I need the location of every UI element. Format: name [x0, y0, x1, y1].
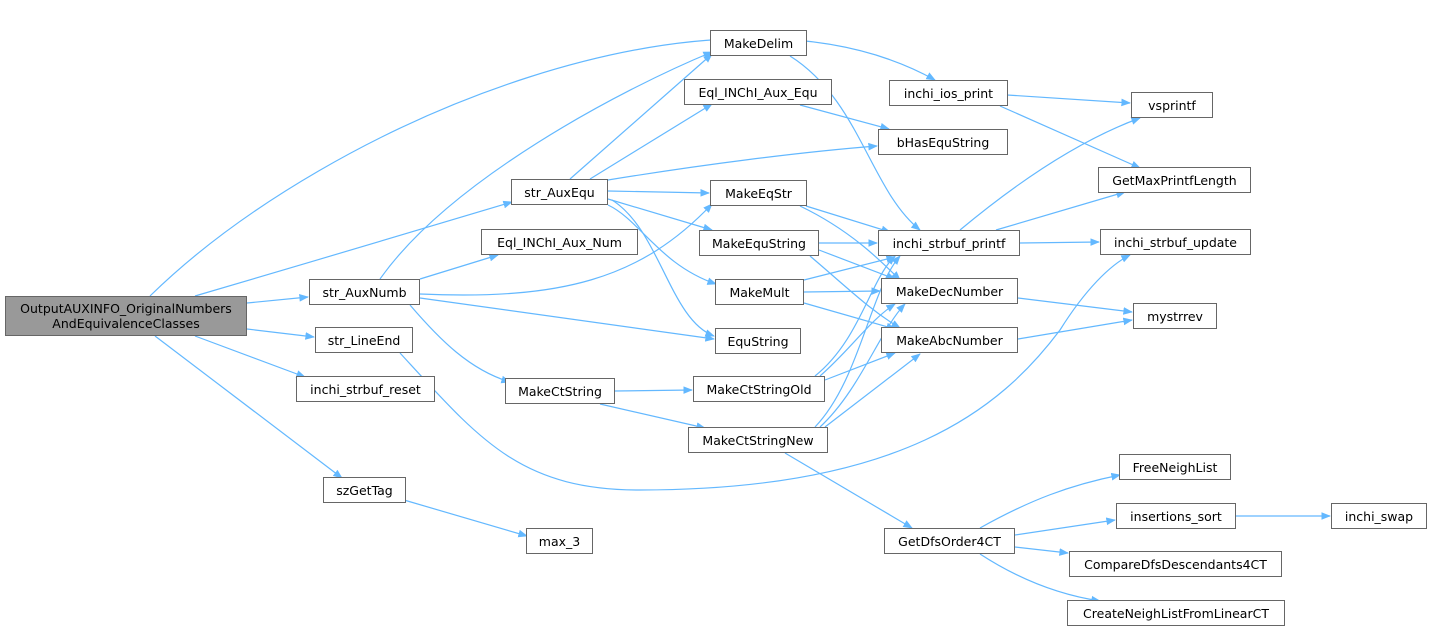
edge-makectstringold-makeabcnumber: [824, 352, 896, 381]
edge-str_auxequ-equstring: [611, 199, 715, 337]
node-vsprintf[interactable]: vsprintf: [1131, 92, 1213, 118]
edge-str_auxequ-makeequstring: [607, 198, 713, 232]
node-makemult[interactable]: MakeMult: [715, 279, 804, 305]
node-str-auxnumb[interactable]: str_AuxNumb: [309, 279, 420, 305]
node-str-auxequ[interactable]: str_AuxEqu: [511, 179, 608, 205]
edge-root-inchi_strbuf_reset: [194, 335, 306, 378]
node-inchi-strbuf-reset[interactable]: inchi_strbuf_reset: [296, 376, 435, 402]
edge-makectstring-makectstringnew: [599, 403, 706, 430]
edge-makectstringnew-getdfsorder4ct: [784, 452, 913, 529]
edge-root-str_auxnumb: [246, 294, 309, 304]
edge-root-szgettag: [154, 335, 343, 479]
node-root[interactable]: OutputAUXINFO_OriginalNumbers AndEquival…: [5, 296, 247, 336]
edge-root-str_lineend: [246, 328, 315, 340]
edge-str_auxequ-makeeqstr: [607, 188, 710, 197]
edge-str_lineend-inchi_strbuf_update: [399, 254, 1131, 491]
node-bhasequstring[interactable]: bHasEquString: [878, 129, 1008, 155]
edge-szgettag-max_3: [403, 499, 528, 538]
node-makectstringnew[interactable]: MakeCtStringNew: [688, 427, 828, 453]
node-comparedfsdescendants4ct[interactable]: CompareDfsDescendants4CT: [1069, 551, 1282, 577]
edge-str_auxnumb-makectstring: [409, 304, 511, 384]
edge-getdfsorder4ct-comparedfsdescendants4ct: [1014, 546, 1069, 556]
node-makeequstring[interactable]: MakeEquString: [699, 230, 819, 256]
root-label-line2: AndEquivalenceClasses: [52, 316, 200, 331]
node-makectstringold[interactable]: MakeCtStringOld: [693, 376, 825, 402]
node-inchi-swap[interactable]: inchi_swap: [1331, 503, 1427, 529]
edge-str_auxequ-bhasequstring: [607, 142, 878, 181]
edge-makectstring-makectstringold: [614, 386, 693, 394]
edge-inchi_strbuf_printf-inchi_strbuf_update: [1019, 238, 1100, 246]
node-makeabcnumber[interactable]: MakeAbcNumber: [881, 327, 1018, 353]
node-str-lineend[interactable]: str_LineEnd: [315, 327, 413, 353]
edge-getdfsorder4ct-createneighlistfromlinearct: [979, 553, 1101, 604]
edge-makemult-makeabcnumber: [803, 302, 896, 331]
edge-str_auxnumb-equstring: [419, 297, 715, 342]
node-equstring[interactable]: EquString: [715, 328, 801, 354]
edge-makeequstring-makedecnumber: [818, 249, 896, 280]
edge-makectstringnew-inchi_strbuf_printf: [814, 255, 901, 428]
node-inchi-strbuf-update[interactable]: inchi_strbuf_update: [1100, 229, 1251, 255]
edge-makectstringold-inchi_strbuf_printf: [814, 255, 896, 377]
node-eql-inchi-aux-num[interactable]: Eql_INChI_Aux_Num: [481, 229, 638, 255]
node-inchi-ios-print[interactable]: inchi_ios_print: [889, 80, 1008, 106]
node-inchi-strbuf-printf[interactable]: inchi_strbuf_printf: [878, 230, 1020, 256]
edge-makeeqstr-inchi_strbuf_printf: [805, 205, 891, 234]
edge-inchi_strbuf_printf-vsprintf: [959, 117, 1141, 231]
edge-getdfsorder4ct-freeneighlist: [979, 472, 1121, 529]
edge-makedecnumber-mystrrev: [1017, 297, 1133, 315]
node-insertions-sort[interactable]: insertions_sort: [1116, 503, 1236, 529]
node-makeeqstr[interactable]: MakeEqStr: [710, 180, 807, 206]
edge-makeabcnumber-mystrrev: [1017, 317, 1133, 340]
edge-str_auxnumb-makeeqstr: [419, 203, 713, 296]
edge-makectstringnew-makeabcnumber: [824, 353, 921, 428]
edge-inchi_strbuf_printf-getmaxprintflength: [995, 190, 1126, 231]
node-szgettag[interactable]: szGetTag: [323, 477, 406, 503]
edge-str_auxequ-makemult: [607, 204, 717, 285]
edge-inchi_ios_print-getmaxprintflength: [999, 105, 1141, 169]
node-createneighlistfromlinearct[interactable]: CreateNeighListFromLinearCT: [1067, 600, 1285, 626]
edge-root-inchi_ios_print: [149, 37, 936, 297]
node-eql-inchi-aux-equ[interactable]: Eql_INChI_Aux_Equ: [684, 79, 832, 105]
node-getmaxprintflength[interactable]: GetMaxPrintfLength: [1098, 167, 1251, 193]
node-makedecnumber[interactable]: MakeDecNumber: [881, 278, 1018, 304]
edge-str_auxnumb-makedelim: [379, 51, 713, 280]
node-getdfsorder4ct[interactable]: GetDfsOrder4CT: [884, 528, 1015, 554]
edge-str_auxequ-makedelim: [569, 53, 713, 180]
edge-makemult-inchi_strbuf_printf: [803, 255, 896, 281]
edge-makedelim-inchi_strbuf_printf: [789, 55, 921, 231]
edge-makemult-makedecnumber: [803, 287, 881, 295]
edge-getdfsorder4ct-insertions_sort: [1014, 517, 1116, 536]
edge-eql_aux_equ-bhasequstring: [799, 104, 890, 131]
node-mystrrev[interactable]: mystrrev: [1133, 303, 1217, 329]
edge-root-str_auxequ: [194, 200, 513, 297]
root-label-line1: OutputAUXINFO_OriginalNumbers: [20, 301, 232, 316]
node-freeneighlist[interactable]: FreeNeighList: [1119, 454, 1231, 480]
node-makedelim[interactable]: MakeDelim: [710, 30, 807, 56]
edge-str_auxnumb-eql_aux_num: [419, 253, 499, 280]
node-makectstring[interactable]: MakeCtString: [505, 378, 615, 404]
node-max-3[interactable]: max_3: [526, 528, 593, 554]
edge-makectstringnew-makedecnumber: [819, 303, 906, 428]
edge-str_auxequ-eql_aux_equ: [589, 103, 713, 180]
edge-makectstringold-makedecnumber: [819, 303, 896, 377]
edge-inchi_ios_print-vsprintf: [1006, 94, 1131, 107]
